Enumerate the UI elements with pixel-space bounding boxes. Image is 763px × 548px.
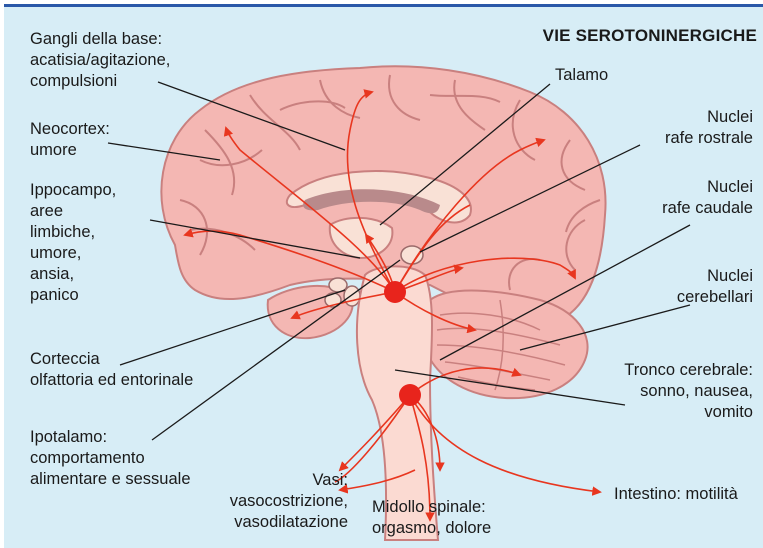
label-ipotalamo: Ipotalamo: comportamento alimentare e se… bbox=[30, 427, 191, 490]
label-rafe-caudale: Nuclei rafe caudale bbox=[662, 177, 753, 219]
label-midollo: Midollo spinale: orgasmo, dolore bbox=[372, 497, 491, 539]
label-neocortex: Neocortex: umore bbox=[30, 119, 110, 161]
label-ippocampo: Ippocampo, aree limbiche, umore, ansia, … bbox=[30, 180, 116, 306]
label-talamo: Talamo bbox=[555, 65, 608, 86]
raphe-rostral-nucleus bbox=[384, 281, 406, 303]
label-corteccia: Corteccia olfattoria ed entorinale bbox=[30, 349, 193, 391]
raphe-caudal-nucleus bbox=[399, 384, 421, 406]
raphe-rostral-body bbox=[401, 246, 423, 264]
label-rafe-rostrale: Nuclei rafe rostrale bbox=[665, 107, 753, 149]
diagram-title: VIE SEROTONINERGICHE bbox=[543, 26, 757, 46]
label-cerebellari: Nuclei cerebellari bbox=[677, 266, 753, 308]
label-intestino: Intestino: motilità bbox=[614, 484, 738, 505]
label-tronco: Tronco cerebrale: sonno, nausea, vomito bbox=[624, 360, 753, 423]
label-vasi: Vasi: vasocostrizione, vasodilatazione bbox=[230, 470, 348, 533]
label-gangli: Gangli della base: acatisia/agitazione, … bbox=[30, 29, 170, 92]
